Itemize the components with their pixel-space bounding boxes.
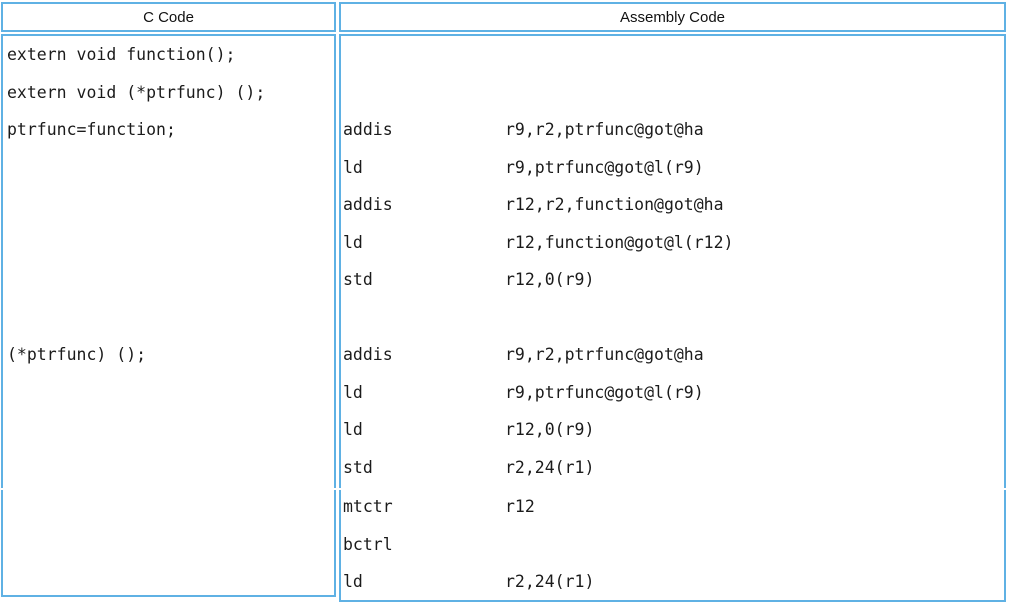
asm-operands: r2,24(r1) <box>505 572 595 591</box>
code-line: mtctr r12 <box>343 488 1004 526</box>
asm-mnemonic: ld <box>343 157 363 177</box>
code-line: ld r12,0(r9) <box>343 411 1004 449</box>
asm-mnemonic: ld <box>343 382 363 402</box>
asm-mnemonic: ld <box>343 572 363 591</box>
code-line: addis r9,r2,ptrfunc@got@ha <box>343 111 1004 149</box>
asm-mnemonic: mtctr <box>343 497 393 516</box>
code-line <box>7 149 334 187</box>
code-line: ptrfunc=function; <box>7 120 176 139</box>
header-label-assembly-code: Assembly Code <box>619 8 726 26</box>
asm-operands: r9,ptrfunc@got@l(r9) <box>505 157 704 177</box>
asm-mnemonic: std <box>343 270 373 289</box>
assembly-block-row1: addis r9,r2,ptrfunc@got@ha ld r9,ptrfunc@go… <box>341 36 1004 486</box>
code-line <box>7 224 334 262</box>
c-code-cell: extern void function(); extern void (*ptr… <box>1 34 336 488</box>
code-line: ld r9,ptrfunc@got@l(r9) <box>343 149 1004 187</box>
asm-operands: r9,r2,ptrfunc@got@ha <box>505 345 704 364</box>
code-line: extern void function(); <box>7 45 236 64</box>
code-line: std r2,24(r1) <box>343 449 1004 487</box>
code-line: addis r12,r2,function@got@ha <box>343 186 1004 224</box>
asm-mnemonic: addis <box>343 195 393 214</box>
asm-operands: r12,function@got@l(r12) <box>505 232 734 252</box>
header-cell-c-code: C Code <box>1 2 336 32</box>
code-line <box>343 74 1004 112</box>
assembly-cell-row2: mtctr r12 bctrl ld r2,24(r1) <box>339 490 1006 602</box>
asm-operands: r12,r2,function@got@ha <box>505 195 724 214</box>
assembly-block-row2: mtctr r12 bctrl ld r2,24(r1) <box>341 488 1004 601</box>
asm-mnemonic: addis <box>343 120 393 139</box>
header-cell-assembly-code: Assembly Code <box>339 2 1006 32</box>
code-line <box>7 261 334 299</box>
asm-mnemonic: addis <box>343 345 393 364</box>
asm-operands: r9,ptrfunc@got@l(r9) <box>505 382 704 402</box>
code-line: ld r12,function@got@l(r12) <box>343 224 1004 262</box>
asm-mnemonic: bctrl <box>343 534 393 554</box>
code-line: extern void (*ptrfunc) (); <box>7 82 266 102</box>
code-line <box>7 186 334 224</box>
asm-operands: r12,0(r9) <box>505 420 595 439</box>
c-code-block: extern void function(); extern void (*ptr… <box>3 36 334 374</box>
code-line: bctrl <box>343 526 1004 564</box>
assembly-cell-row1: addis r9,r2,ptrfunc@got@ha ld r9,ptrfunc@go… <box>339 34 1006 488</box>
code-line: addis r9,r2,ptrfunc@got@ha <box>343 336 1004 374</box>
code-line: (*ptrfunc) (); <box>7 345 147 364</box>
code-line: ld r9,ptrfunc@got@l(r9) <box>343 374 1004 412</box>
code-line: ld r2,24(r1) <box>343 563 1004 601</box>
asm-operands: r2,24(r1) <box>505 457 595 477</box>
asm-mnemonic: ld <box>343 232 363 252</box>
code-line <box>7 299 334 337</box>
code-line <box>343 299 1004 337</box>
code-line <box>343 36 1004 74</box>
code-line: std r12,0(r9) <box>343 261 1004 299</box>
asm-operands: r12,0(r9) <box>505 270 595 289</box>
asm-mnemonic: ld <box>343 420 363 439</box>
asm-operands: r12 <box>505 497 535 516</box>
header-label-c-code: C Code <box>143 8 194 26</box>
asm-operands: r9,r2,ptrfunc@got@ha <box>505 120 704 139</box>
empty-c-code-cell <box>1 490 336 597</box>
asm-mnemonic: std <box>343 457 373 477</box>
